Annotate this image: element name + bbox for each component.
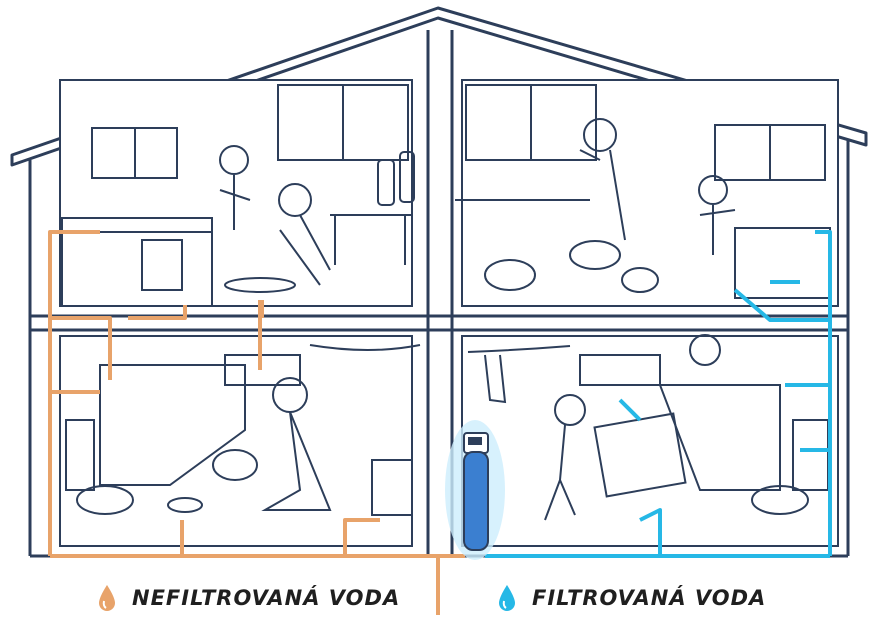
filtered-water-pipes xyxy=(485,230,832,558)
room-kitchen-clean xyxy=(455,79,839,307)
unfiltered-water-pipes xyxy=(48,230,465,615)
room-kitchen-dirty xyxy=(59,79,415,307)
legend-filtered: FILTROVANÁ VODA xyxy=(496,578,766,618)
room-bathroom-dirty xyxy=(59,335,421,547)
legend-unfiltered-label: NEFILTROVANÁ VODA xyxy=(132,586,401,610)
water-filter-unit xyxy=(445,420,505,560)
legend-unfiltered: NEFILTROVANÁ VODA xyxy=(96,578,400,618)
water-drop-icon xyxy=(99,585,115,611)
legend-filtered-label: FILTROVANÁ VODA xyxy=(532,586,767,610)
water-drop-icon xyxy=(499,585,515,611)
room-bathroom-clean xyxy=(461,334,839,547)
